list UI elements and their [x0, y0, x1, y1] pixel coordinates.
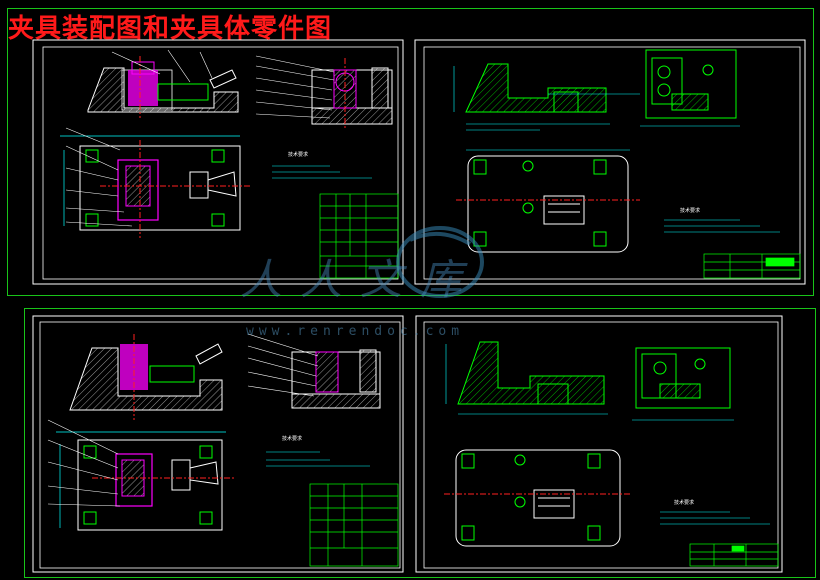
sheet-assembly-top: 技术要求: [32, 39, 404, 285]
assembly-side-view: [311, 58, 393, 130]
part-title-block-2: [689, 543, 779, 567]
notes-heading: 技术要求: [680, 207, 700, 214]
top-sheet-group-frame: [7, 8, 814, 296]
bottom-sheet-group-frame: [24, 308, 816, 578]
part-notes: 技术要求: [664, 207, 780, 233]
assembly-notes-2: 技术要求: [266, 435, 370, 467]
notes-heading: 技术要求: [282, 435, 302, 442]
sheet-part-bottom: 技术要求: [415, 315, 783, 573]
part-plan-view: [456, 149, 640, 253]
assembly-plan-view-2: [56, 431, 236, 531]
part-notes-2: 技术要求: [660, 499, 770, 525]
side-view-leaders: [255, 55, 335, 119]
assembly-title-block-2: [309, 483, 399, 567]
side-view-leaders-2: [247, 333, 319, 397]
assembly-front-view: [87, 56, 239, 118]
part-front-view-2: [445, 341, 608, 415]
assembly-leaders-2: [47, 419, 121, 507]
part-front-view: [453, 63, 640, 131]
page-title: 夹具装配图和夹具体零件图: [8, 14, 333, 44]
assembly-side-view-2: [291, 349, 381, 409]
notes-heading: 技术要求: [674, 499, 694, 506]
assembly-title-block: [319, 193, 399, 279]
sheet-part-top: 技术要求: [414, 39, 806, 285]
assembly-front-view-2: [69, 334, 223, 420]
assembly-notes: 技术要求: [272, 151, 372, 179]
notes-heading: 技术要求: [288, 151, 308, 158]
sheet-assembly-bottom: 技术要求: [32, 315, 404, 573]
part-title-block: [703, 253, 801, 279]
part-plan-view-2: [444, 449, 632, 547]
assembly-plan-view: [60, 135, 250, 238]
part-side-view: [640, 49, 740, 127]
watermark-logo: [396, 226, 484, 298]
assembly-leaders: [65, 49, 213, 227]
part-side-view-2: [632, 347, 734, 421]
